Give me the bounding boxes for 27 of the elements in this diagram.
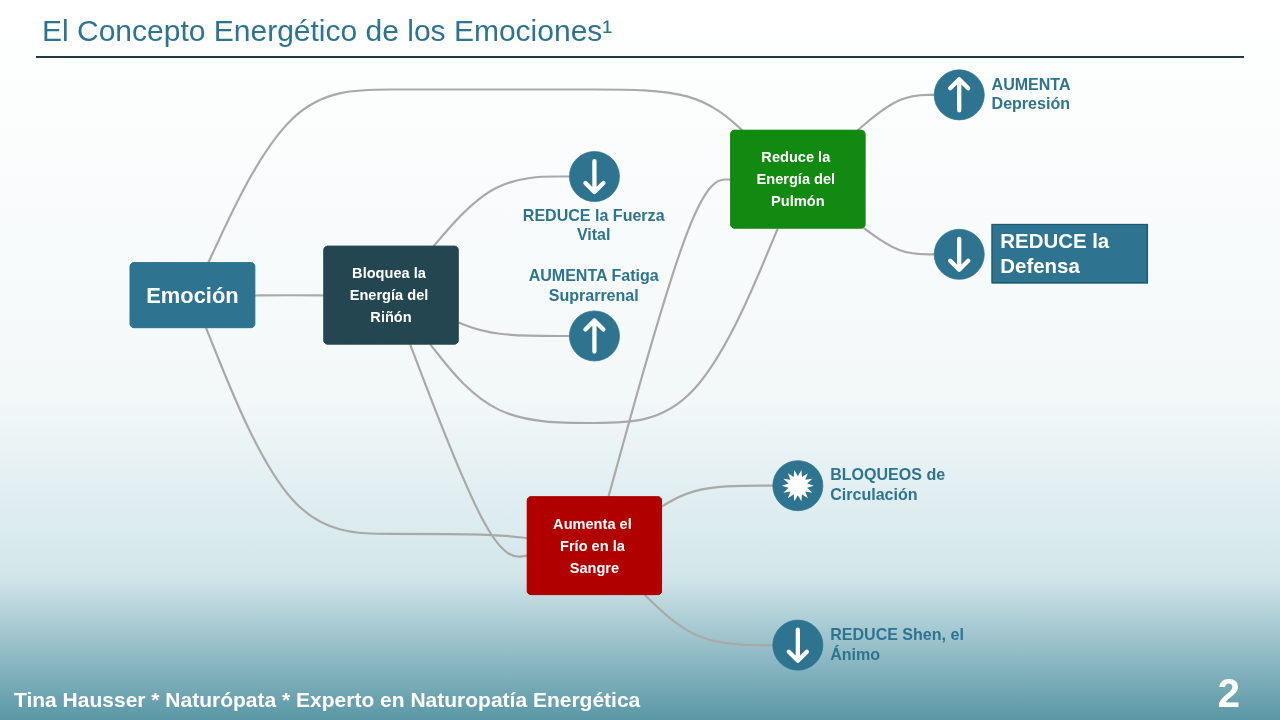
node-circle xyxy=(933,228,985,280)
connector xyxy=(661,484,773,508)
node-circle xyxy=(772,619,824,671)
node-circle xyxy=(569,151,620,202)
connector xyxy=(432,175,570,248)
node-circle xyxy=(569,310,620,362)
connector xyxy=(458,321,570,338)
connector xyxy=(607,178,732,498)
effect-text: REDUCE Shen, el Ánimo xyxy=(830,624,965,665)
connector xyxy=(207,88,744,264)
effect-text: AUMENTA Fatiga Suprarrenal xyxy=(527,265,660,306)
connector xyxy=(429,228,779,425)
effect-text: BLOQUEOS de Circulación xyxy=(830,464,947,505)
connector xyxy=(862,226,935,256)
slide-title: El Concepto Energético de los Emociones¹ xyxy=(42,14,613,48)
page-number: 2 xyxy=(1217,671,1240,716)
node-circle xyxy=(772,460,824,512)
footer-caption: Tina Hausser * Naturópata * Experto en Naturopatía Energética xyxy=(14,688,641,712)
highlighted-effect-banner: REDUCE la Defensa xyxy=(991,223,1149,284)
connector xyxy=(255,294,325,297)
effect-text: REDUCE la Fuerza Vital xyxy=(521,205,666,246)
node-circle xyxy=(933,69,985,121)
connector xyxy=(644,594,773,647)
connector xyxy=(204,327,528,540)
connector xyxy=(856,93,935,132)
effect-text: AUMENTA Depresión xyxy=(991,74,1071,115)
connector xyxy=(409,343,528,558)
